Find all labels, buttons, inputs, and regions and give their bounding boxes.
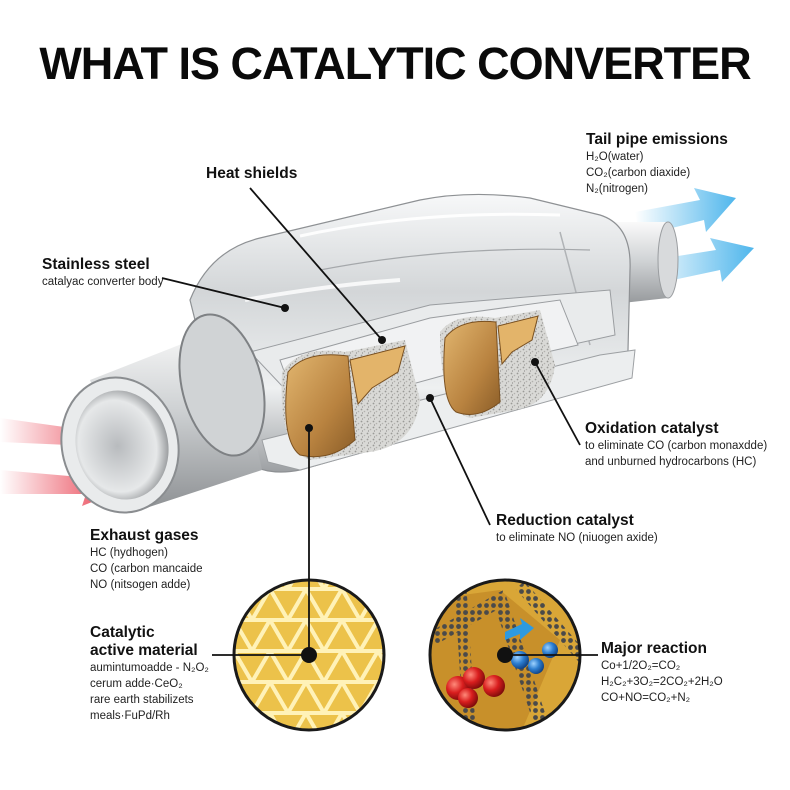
tail-pipe-line-3: N₂(nitrogen)	[586, 183, 648, 195]
exhaust-label: Exhaust gases HC (hydhogen) CO (carbon m…	[90, 527, 203, 593]
stainless-steel-label: Stainless steel catalyac converter body	[42, 256, 163, 290]
catalytic-material-line-1: aumintumoadde - N₂O₂	[90, 662, 209, 674]
leader-lines	[161, 187, 598, 656]
major-reaction-line-3: CO+NO=CO₂+N₂	[601, 692, 691, 704]
catalyst-cutaway	[279, 299, 579, 460]
catalytic-material-heading-1: Catalytic	[90, 624, 155, 641]
oxidation-heading: Oxidation catalyst	[585, 420, 719, 437]
tail-pipe-line-1: H₂O(water)	[586, 151, 644, 163]
exhaust-line-3: NO (nitsogen adde)	[90, 579, 191, 591]
stainless-steel-desc: catalyac converter body	[42, 276, 164, 288]
heat-shields-heading: Heat shields	[206, 165, 298, 182]
major-reaction-heading: Major reaction	[601, 640, 707, 657]
catalytic-material-heading-2: active material	[90, 642, 198, 659]
exhaust-line-2: CO (carbon mancaide	[90, 563, 203, 575]
oxidation-label: Oxidation catalyst to eliminate CO (carb…	[585, 420, 767, 470]
reduction-line-1: to eliminate NO (niuogen axide)	[496, 532, 658, 544]
tail-pipe-heading: Tail pipe emissions	[586, 131, 728, 148]
exhaust-line-1: HC (hydhogen)	[90, 547, 168, 559]
heat-shields-label: Heat shields	[206, 165, 297, 183]
major-reaction-label: Major reaction Co+1/2O₂=CO₂ H₂C₂+3O₂=2CO…	[601, 640, 723, 706]
reduction-heading: Reduction catalyst	[496, 512, 634, 529]
tail-pipe-label: Tail pipe emissions H₂O(water) CO₂(carbo…	[586, 131, 728, 197]
reduction-label: Reduction catalyst to eliminate NO (niuo…	[496, 512, 658, 546]
page-title: WHAT IS CATALYTIC CONVERTER	[39, 38, 751, 89]
oxidation-line-2: and unburned hydrocarbons (HC)	[585, 456, 757, 468]
leader-dots	[281, 304, 539, 663]
catalytic-material-line-3: rare earth stabilizets	[90, 694, 194, 706]
stainless-steel-heading: Stainless steel	[42, 256, 150, 273]
major-reaction-line-1: Co+1/2O₂=CO₂	[601, 660, 681, 672]
oxidation-line-1: to eliminate CO (carbon monaxdde)	[585, 440, 768, 452]
catalytic-material-line-4: meals·FuPd/Rh	[90, 710, 170, 722]
major-reaction-line-2: H₂C₂+3O₂=2CO₂+2H₂O	[601, 676, 723, 688]
tail-pipe-line-2: CO₂(carbon diaxide)	[586, 167, 691, 179]
inlet-pipe	[60, 313, 266, 514]
catalytic-material-label: Catalytic active material aumintumoadde …	[90, 624, 209, 724]
catalytic-material-line-2: cerum adde·CeO₂	[90, 678, 183, 690]
reaction-magnified-icon	[428, 578, 582, 732]
exhaust-heading: Exhaust gases	[90, 527, 199, 544]
